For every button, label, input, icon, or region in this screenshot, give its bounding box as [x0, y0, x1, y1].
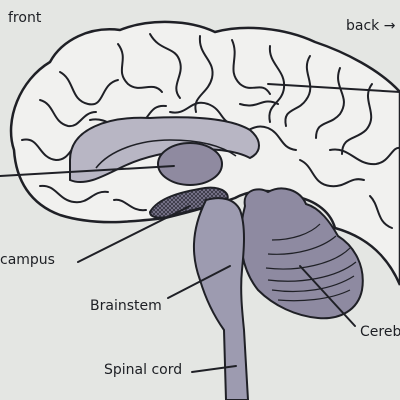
- label-hippocampus: campus: [0, 252, 55, 268]
- label-back-text: back: [346, 18, 380, 34]
- leader-lines: [0, 83, 400, 373]
- cerebellum-folia: [265, 223, 357, 302]
- label-brainstem: Brainstem: [90, 298, 162, 314]
- fornix: [95, 139, 237, 169]
- thalamus: [157, 142, 223, 186]
- label-cerebellum: Cereb: [360, 324, 400, 340]
- arrow-right-icon: →: [383, 18, 396, 34]
- label-front: front: [8, 10, 42, 26]
- label-back: back →: [346, 18, 395, 34]
- brainstem: [193, 197, 250, 400]
- label-spinal-cord: Spinal cord: [104, 362, 183, 378]
- corpus-callosum: [69, 116, 260, 184]
